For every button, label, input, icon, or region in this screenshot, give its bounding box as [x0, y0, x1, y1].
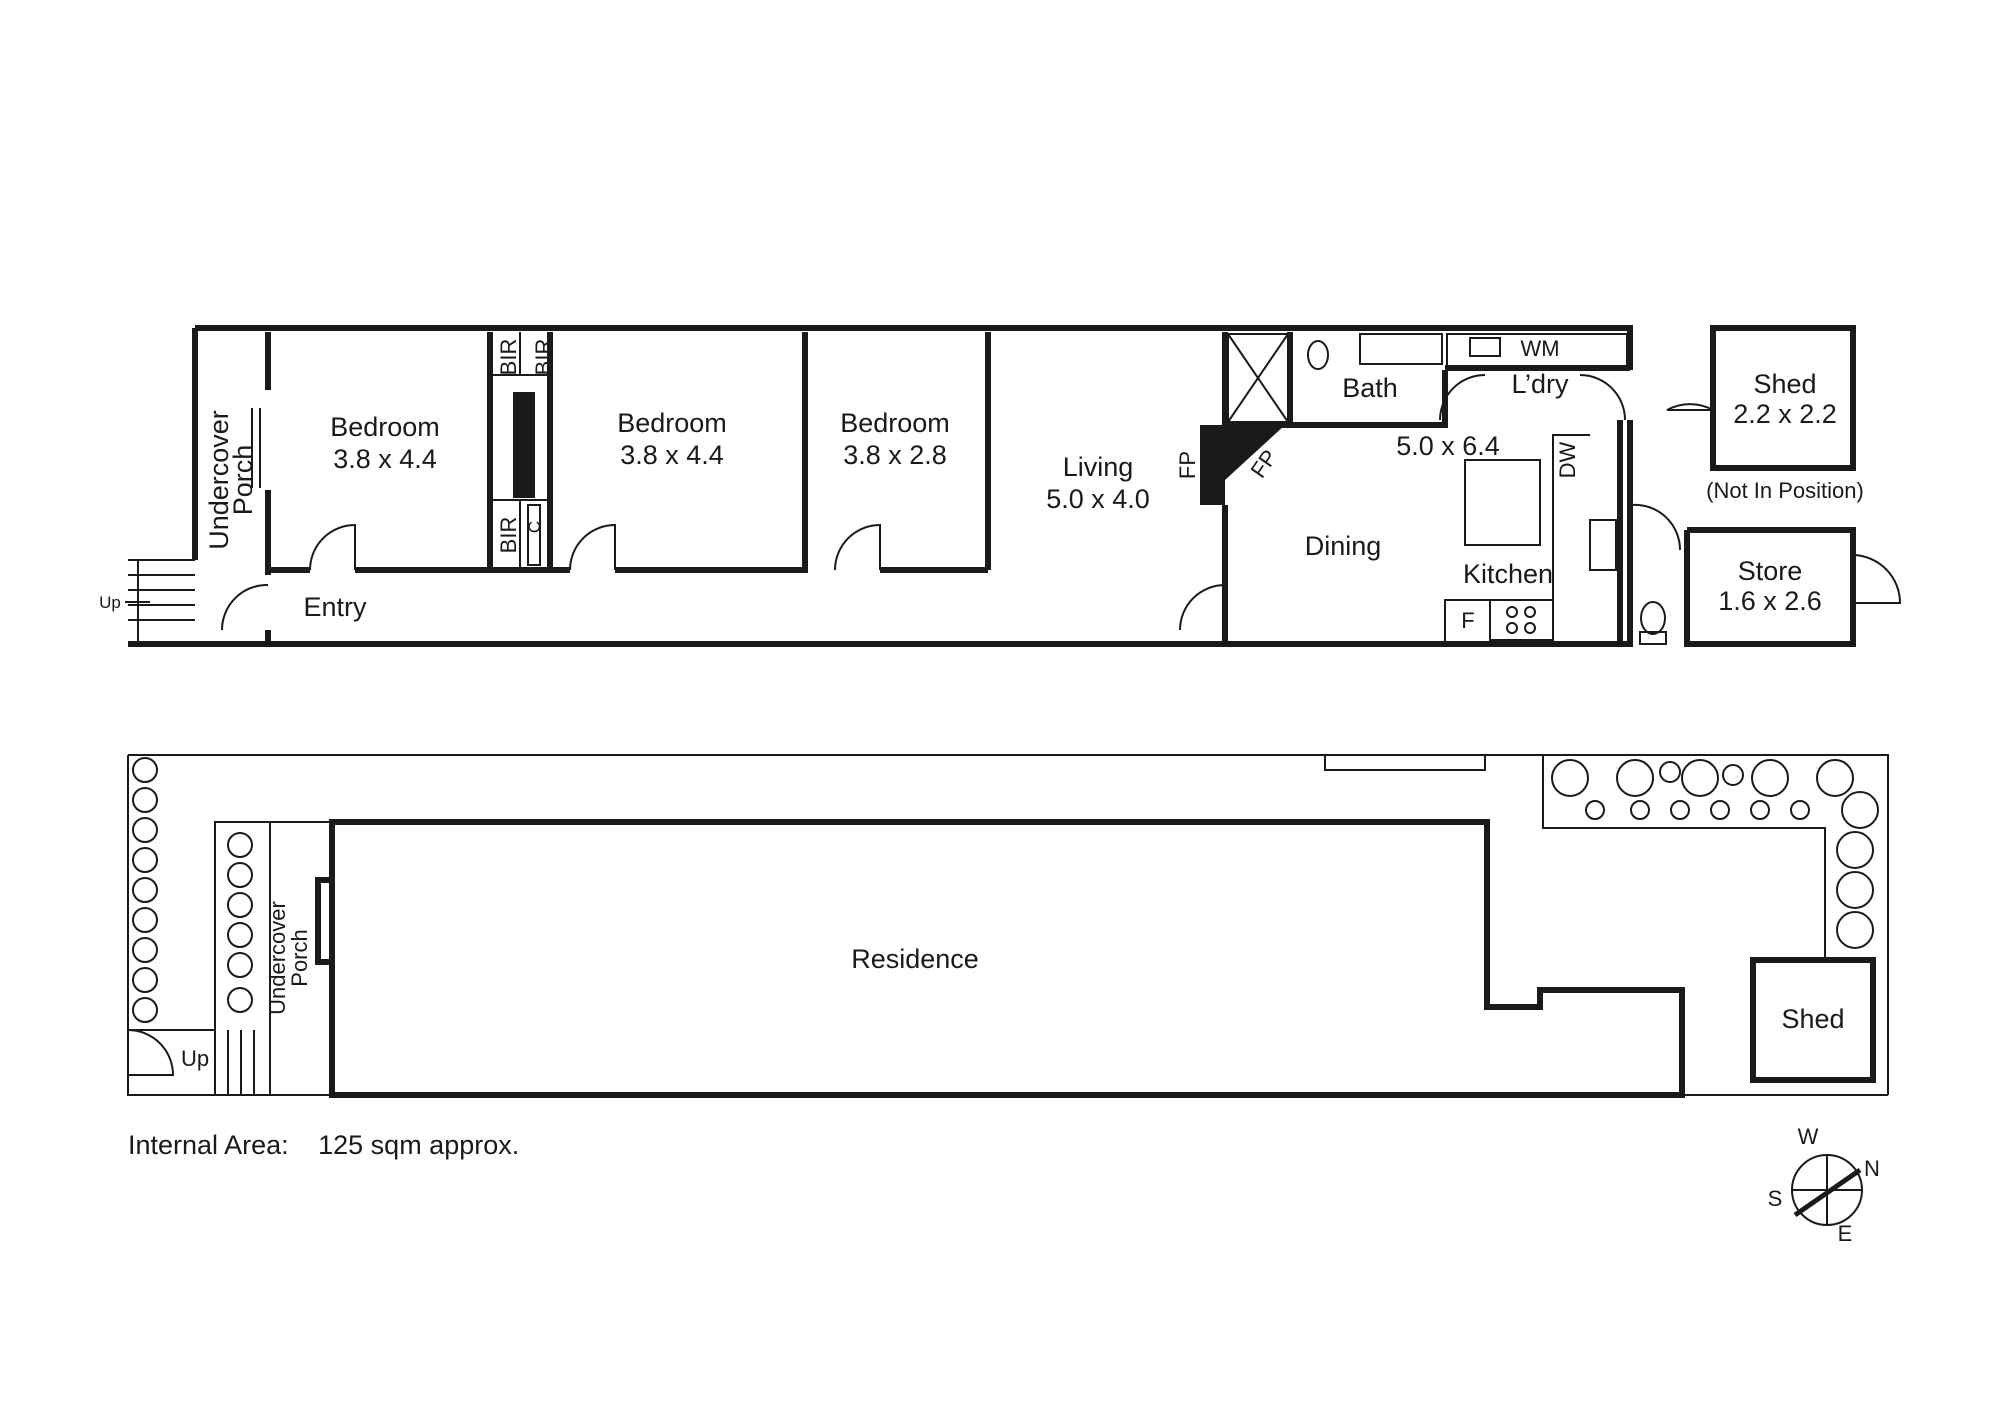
- compass-n: N: [1864, 1156, 1880, 1181]
- internal-area-value: 125 sqm approx.: [318, 1130, 520, 1160]
- compass: W N S E: [1768, 1124, 1880, 1246]
- cupboard-label: C: [525, 521, 544, 533]
- compass-e: E: [1838, 1221, 1853, 1246]
- entry-label: Entry: [303, 592, 367, 622]
- bir-label-1: BIR: [496, 339, 521, 376]
- site-plan: Residence UndercoverPorch Shed Up: [127, 754, 1889, 1098]
- svg-text:UndercoverPorch: UndercoverPorch: [204, 410, 258, 550]
- porch-label-1: Undercover: [204, 410, 234, 550]
- porch-label-2: Porch: [228, 445, 258, 516]
- dining-label: Dining: [1305, 531, 1382, 561]
- living-dims: 5.0 x 4.0: [1046, 484, 1150, 514]
- bedroom-1-label: Bedroom: [330, 412, 440, 442]
- dishwasher-label: DW: [1555, 441, 1580, 478]
- laundry-label: L’dry: [1511, 369, 1569, 399]
- compass-s: S: [1768, 1186, 1783, 1211]
- bedroom-3-label: Bedroom: [840, 408, 950, 438]
- floor-plan: UndercoverPorch Bedroom 3.8 x 4.4 Bedroo…: [99, 325, 1902, 647]
- living-label: Living: [1063, 452, 1134, 482]
- site-porch-label-1: Undercover: [265, 901, 290, 1015]
- floor-up-label: Up: [99, 593, 121, 612]
- site-up-label: Up: [181, 1046, 209, 1071]
- bedroom-3-dims: 3.8 x 2.8: [843, 440, 947, 470]
- bir-label-3: BIR: [496, 517, 521, 554]
- fridge-label: F: [1461, 608, 1474, 633]
- site-porch-label-2: Porch: [287, 929, 312, 986]
- bedroom-2-dims: 3.8 x 4.4: [620, 440, 724, 470]
- fireplace-label-1: FP: [1175, 451, 1200, 479]
- kitchen-label: Kitchen: [1463, 559, 1553, 589]
- shed-label: Shed: [1753, 369, 1816, 399]
- store-label: Store: [1738, 556, 1803, 586]
- internal-area: Internal Area: 125 sqm approx.: [128, 1130, 541, 1161]
- bir-label-2: BIR: [531, 339, 556, 376]
- compass-w: W: [1798, 1124, 1819, 1149]
- bedroom-2-label: Bedroom: [617, 408, 727, 438]
- residence-label: Residence: [851, 944, 979, 974]
- store-dims: 1.6 x 2.6: [1718, 586, 1822, 616]
- washing-machine-label: WM: [1520, 336, 1559, 361]
- kitchen-dining-dims: 5.0 x 6.4: [1396, 431, 1500, 461]
- site-shed-label: Shed: [1781, 1004, 1844, 1034]
- svg-text:UndercoverPorch: UndercoverPorch: [265, 901, 312, 1015]
- shed-note: (Not In Position): [1706, 478, 1864, 503]
- shed-dims: 2.2 x 2.2: [1733, 399, 1837, 429]
- internal-area-label: Internal Area:: [128, 1130, 289, 1160]
- bath-label: Bath: [1342, 373, 1398, 403]
- bedroom-1-dims: 3.8 x 4.4: [333, 444, 437, 474]
